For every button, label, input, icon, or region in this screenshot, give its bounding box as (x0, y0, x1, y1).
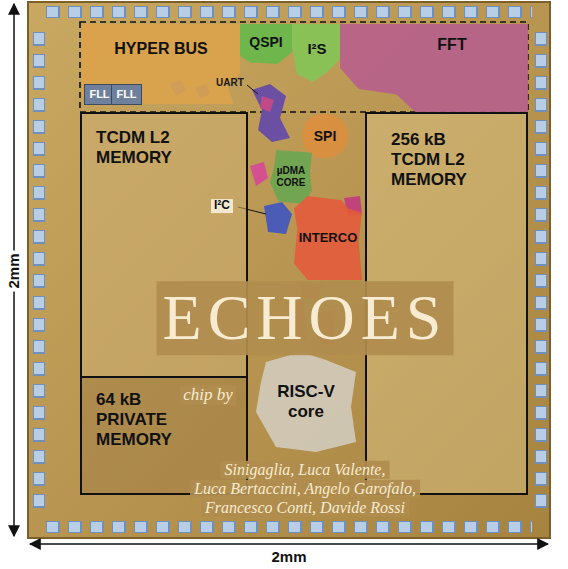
watermark-text: ECHOES (157, 281, 454, 355)
pad-row (46, 521, 532, 533)
region-shape (270, 150, 312, 204)
region-shape (340, 24, 528, 112)
region-label: 64 kB PRIVATE MEMORY (96, 390, 178, 450)
region-label: INTERCO (299, 230, 358, 245)
region-shape (302, 114, 348, 158)
i2c-blob (264, 202, 292, 234)
dimension-line (30, 543, 548, 545)
fll-block: FLL (111, 84, 142, 105)
region-label: µDMA CORE (273, 165, 309, 189)
region-label: FLL (116, 88, 136, 101)
region-label: SPI (314, 128, 337, 145)
pad-row (535, 32, 547, 516)
pad-row (46, 6, 532, 18)
region-label: TCDM L2 MEMORY (96, 128, 186, 168)
watermark-text: Sinigaglia, Luca Valente, (221, 461, 390, 479)
peripheral-region: SPI (302, 114, 348, 158)
region-label: FLL (89, 88, 109, 101)
watermark-text: Francesco Conti, Davide Rossi (201, 499, 409, 517)
leader-line (247, 85, 258, 94)
dimension-label: 2mm (267, 548, 310, 565)
region-shape (240, 24, 292, 64)
logic-blob (252, 84, 290, 142)
region-label: 256 kB TCDM L2 MEMORY (391, 130, 475, 190)
region-label: HYPER BUS (114, 40, 207, 59)
dimension-label: 2mm (5, 250, 22, 291)
region-shape (292, 24, 342, 82)
region-shape (294, 196, 362, 280)
region-outline (340, 24, 528, 112)
peripheral-region: QSPI (240, 24, 292, 64)
peripheral-region: HYPER BUS FLL FLL (82, 24, 240, 104)
logic-blob (260, 96, 274, 112)
region-label: RISC-V core (271, 382, 341, 422)
dma-region: µDMA CORE (270, 150, 312, 204)
region-label: FFT (437, 36, 466, 55)
interconnect-region: INTERCO (294, 196, 362, 280)
region-shape (82, 24, 240, 104)
peripheral-region: I²S (292, 24, 342, 82)
peripheral-callout: I²C (211, 199, 233, 213)
accelerator-region: FFT (340, 24, 528, 112)
watermark-text: Luca Bertaccini, Angelo Garofalo, (190, 480, 420, 498)
peripheral-callout: UART (216, 77, 244, 89)
region-label: I²S (307, 40, 326, 58)
region-label: QSPI (249, 34, 282, 51)
watermark-text: chip by (180, 385, 236, 405)
pad-row (33, 32, 45, 516)
region-shape (256, 352, 356, 452)
silicon-die (28, 2, 550, 538)
cpu-core-region: RISC-V core (256, 352, 356, 452)
logic-blob (250, 162, 268, 186)
peripheral-boundary (80, 22, 528, 112)
